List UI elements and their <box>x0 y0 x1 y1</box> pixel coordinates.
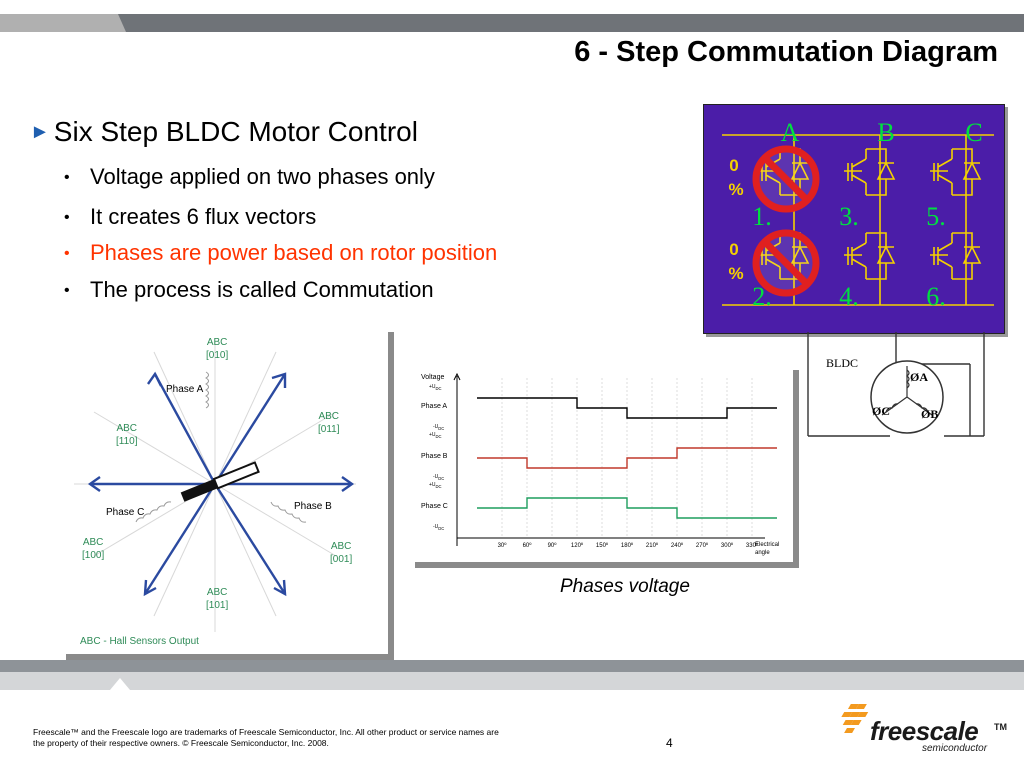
header-bar-notch <box>118 14 126 32</box>
flux-vector-svg <box>74 342 356 632</box>
x-tick-label: 60º <box>523 542 533 549</box>
phase-label-b: B <box>877 118 894 147</box>
phase-a-waveform <box>477 397 777 419</box>
switch-number: 4. <box>839 282 859 311</box>
footer-bar <box>0 660 1024 672</box>
x-tick-label: 240º <box>671 542 684 549</box>
bldc-motor-icon <box>870 360 944 434</box>
level-label: -UDC <box>433 524 445 531</box>
sub-bullet-highlight: • Phases are power based on rotor positio… <box>64 240 497 266</box>
sub-bullet: • It creates 6 flux vectors <box>64 204 316 230</box>
sub-bullet-text: The process is called Commutation <box>90 277 434 302</box>
freescale-logo-tm: TM <box>994 722 1007 732</box>
hall-state: ABC[101] <box>206 587 229 611</box>
page-number: 4 <box>666 736 673 750</box>
phase-a-label: Phase A <box>166 384 204 395</box>
row-label-phase-b: Phase B <box>421 453 448 460</box>
sub-bullet: • Voltage applied on two phases only <box>64 164 435 190</box>
motor-label: BLDC <box>826 356 859 370</box>
motor-phase-c: ØC <box>872 404 890 418</box>
freescale-logo-word: freescale <box>870 716 979 746</box>
phase-b-waveform <box>477 447 777 469</box>
hall-state: ABC[010] <box>206 337 229 361</box>
flux-vector-diagram: ABC[010] ABC[011] ABC[001] ABC[101] ABC[… <box>66 332 394 660</box>
phase-voltage-chart: 30º 60º 90º 120º 150º 180º 210º 240º 270º 300º 330… <box>415 370 799 568</box>
level-label: -UDC <box>433 474 445 481</box>
legal-notice: Freescale™ and the Freescale logo are tr… <box>33 727 499 748</box>
hall-diagram-footer: ABC - Hall Sensors Output <box>80 636 199 647</box>
main-bullet-text: Six Step BLDC Motor Control <box>53 116 418 147</box>
x-tick-label: 210º <box>646 542 659 549</box>
phase-c-label: Phase C <box>106 507 145 518</box>
prohibited-icon <box>752 229 820 297</box>
x-tick-label: 30º <box>498 542 508 549</box>
row-label-phase-a: Phase A <box>421 403 448 410</box>
phase-voltage-svg: 30º 60º 90º 120º 150º 180º 210º 240º 270º 300º 330… <box>453 372 777 549</box>
x-tick-label: 270º <box>696 542 709 549</box>
x-tick-label: 180º <box>621 542 634 549</box>
off-label: % <box>728 264 743 283</box>
switch-number: 1. <box>752 202 772 231</box>
sub-bullet-text: Phases are power based on rotor position <box>90 240 498 265</box>
switch-number: 6. <box>926 282 946 311</box>
motor-phase-a: ØA <box>910 370 928 384</box>
phase-b-label: Phase B <box>294 501 332 512</box>
level-label: +UDC <box>429 384 442 391</box>
header-bar-dark <box>126 14 1024 32</box>
slide-title: 6 - Step Commutation Diagram <box>574 36 998 68</box>
level-label: +UDC <box>429 482 442 489</box>
sub-bullet-text: It creates 6 flux vectors <box>90 204 317 229</box>
hall-state: ABC[011] <box>318 411 340 435</box>
sub-bullet-text: Voltage applied on two phases only <box>90 164 435 189</box>
chart-caption: Phases voltage <box>560 576 690 597</box>
phase-label-c: C <box>965 118 982 147</box>
prohibited-icon <box>752 145 820 213</box>
freescale-logo-sub: semiconductor <box>922 743 988 754</box>
bullet-dot-icon: • <box>64 169 70 186</box>
main-bullet: ►Six Step BLDC Motor Control <box>30 116 418 148</box>
footer-bar-notch <box>110 678 130 690</box>
level-label: +UDC <box>429 432 442 439</box>
voltage-axis-title: Voltage <box>421 374 445 381</box>
phase-c-waveform <box>477 497 777 519</box>
x-tick-label: 330º <box>746 542 759 549</box>
hall-state: ABC[001] <box>330 541 353 565</box>
x-tick-label: 90º <box>548 542 558 549</box>
x-tick-label: 120º <box>571 542 584 549</box>
row-label-phase-c: Phase C <box>421 503 448 510</box>
off-label: 0 <box>729 240 738 259</box>
off-label: % <box>728 180 743 199</box>
x-tick-label: 150º <box>596 542 609 549</box>
switch-number: 5. <box>926 202 946 231</box>
phase-label-a: A <box>781 118 800 147</box>
freescale-logo-icon <box>841 704 869 733</box>
bullet-dot-icon: • <box>64 282 70 299</box>
inverter-bridge-diagram: A B C 1. 3. 5. 2. 4. 6. 0 % 0 % <box>703 104 1005 334</box>
inverter-svg: A B C 1. 3. 5. 2. 4. 6. 0 % 0 % <box>722 118 994 311</box>
off-label: 0 <box>729 156 738 175</box>
switch-number: 3. <box>839 202 859 231</box>
hall-state: ABC[110] <box>116 423 138 447</box>
bullet-dot-icon: • <box>64 245 70 262</box>
hall-state: ABC[100] <box>82 537 105 561</box>
motor-phase-b: ØB <box>921 407 939 421</box>
sub-bullet: • The process is called Commutation <box>64 277 434 303</box>
x-tick-label: 300º <box>721 542 734 549</box>
footer-bar-light <box>0 672 1024 690</box>
level-label: -UDC <box>433 424 445 431</box>
bullet-triangle-icon: ► <box>30 121 50 143</box>
bullet-dot-icon: • <box>64 209 70 226</box>
